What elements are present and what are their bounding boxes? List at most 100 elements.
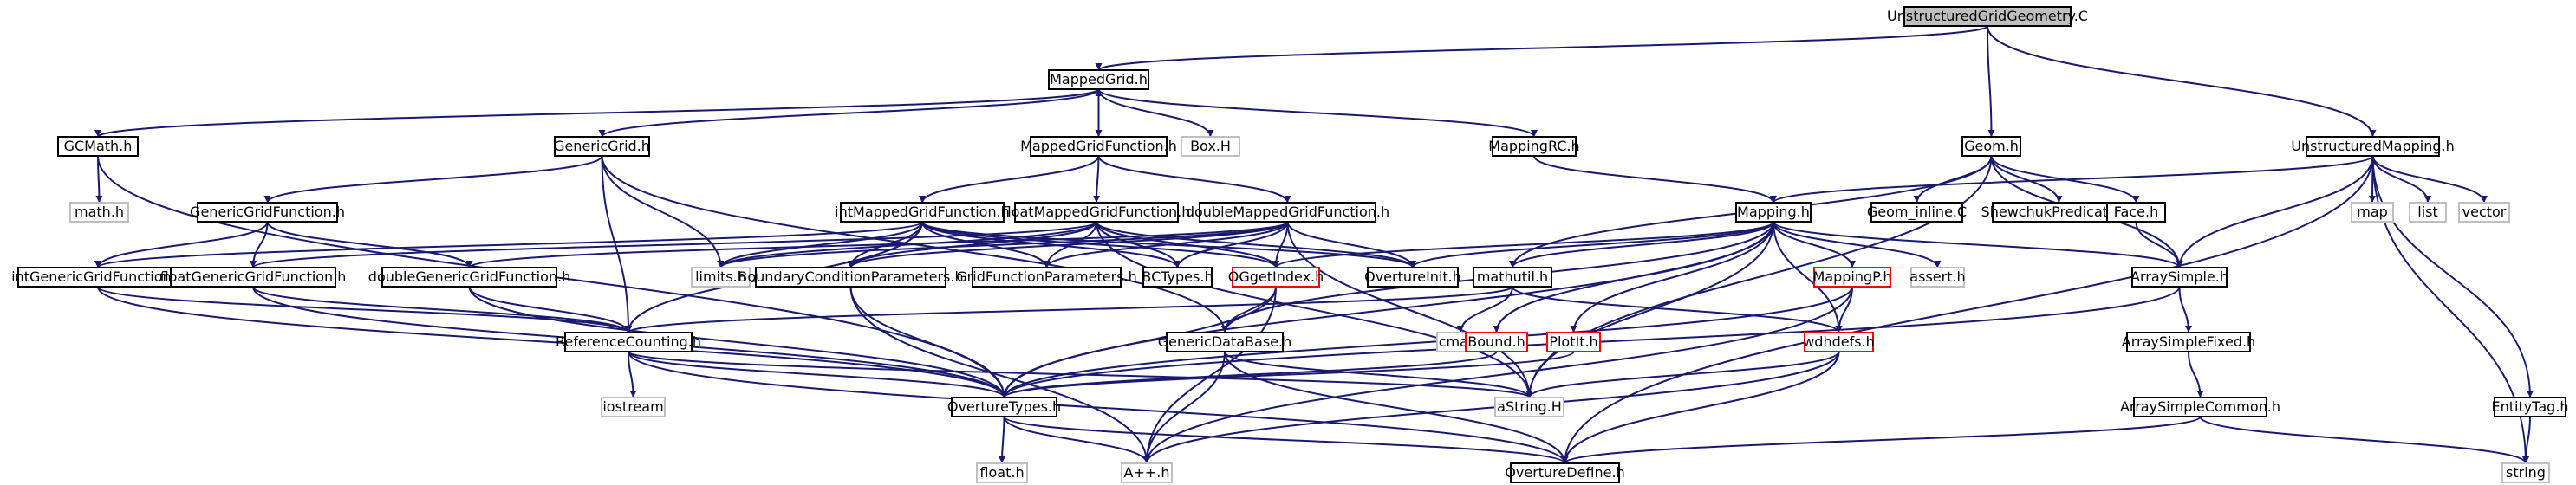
edge-doublemgf-to-gfparams: [1043, 221, 1289, 268]
node-box: [976, 462, 1028, 483]
node-shewchuk[interactable]: ShewchukPredicates.h: [1981, 202, 2137, 223]
edge-mappedgridfunction-to-floatmgf: [1093, 155, 1101, 204]
node-box: [1494, 397, 1564, 417]
node-overtureinit[interactable]: OvertureInit.h: [1364, 267, 1461, 288]
edge-mappedgrid-to-boxh: [1097, 88, 1214, 138]
edge-mathutil-to-wdhdefs: [1512, 286, 1843, 333]
node-ogetindex[interactable]: OGgetIndex.h: [1228, 267, 1324, 288]
node-label: GCMath.h: [64, 138, 133, 154]
node-arraysimple[interactable]: ArraySimple.h: [2130, 267, 2228, 288]
node-astring[interactable]: aString.H: [1494, 397, 1564, 417]
edge-doublemgf-to-overtureinit: [1286, 221, 1416, 268]
node-label: UnstructuredGridGeometry.C: [1887, 8, 2088, 24]
edge-doublemgf-to-limits: [717, 221, 1289, 268]
node-refcounting[interactable]: ReferenceCounting.h: [556, 332, 701, 352]
edge-unstructmapping-to-list: [2371, 155, 2431, 204]
node-box: [2131, 267, 2228, 288]
edge-arraysimplefixed-to-arraysimplecommon: [2188, 351, 2204, 398]
node-floatggf[interactable]: floatGenericGridFunction.h: [160, 267, 347, 288]
node-map[interactable]: map: [2351, 202, 2394, 223]
node-mathutil[interactable]: mathutil.h: [1473, 267, 1552, 288]
node-box: [1804, 332, 1874, 352]
node-genericgrid[interactable]: GenericGrid.h: [554, 136, 650, 157]
node-unstructmapping[interactable]: UnstructuredMapping.h: [2291, 136, 2455, 157]
node-limits[interactable]: limits.h: [691, 267, 751, 288]
edge-floatmgf-to-bcparams: [847, 221, 1097, 268]
node-box: [2494, 397, 2566, 417]
node-floath[interactable]: float.h: [976, 462, 1028, 483]
node-box: [1465, 332, 1528, 352]
node-box: [2306, 136, 2440, 157]
node-genericdb[interactable]: GenericDataBase.h: [1158, 332, 1291, 352]
node-asserth[interactable]: assert.h: [1909, 267, 1966, 288]
node-label: mathutil.h: [1477, 268, 1548, 285]
edge-mappedgrid-to-genericgrid: [598, 88, 1100, 138]
node-label: OvertureTypes.h: [947, 398, 1061, 415]
node-box: [1903, 6, 2072, 27]
node-mappingp[interactable]: MappingP.h: [1812, 267, 1892, 288]
node-face[interactable]: Face.h: [2106, 202, 2166, 223]
node-bctypes[interactable]: BCTypes.h: [1142, 267, 1213, 288]
node-gfparams[interactable]: GridFunctionParameters.h: [956, 267, 1137, 288]
node-wdhdefs[interactable]: wdhdefs.h: [1803, 332, 1875, 352]
node-boxh[interactable]: Box.H: [1181, 136, 1240, 157]
edge-wdhdefs-to-overturedefine: [1561, 351, 1840, 464]
node-box: [2501, 462, 2550, 483]
node-floatmgf[interactable]: floatMappedGridFunction.h: [1003, 202, 1191, 223]
node-app[interactable]: A++.h: [1121, 462, 1173, 483]
node-vector[interactable]: vector: [2458, 202, 2510, 223]
node-intmgf[interactable]: intMappedGridFunction.h: [835, 202, 1010, 223]
node-gcmath[interactable]: GCMath.h: [57, 136, 139, 157]
edge-mappingp-to-app: [1143, 286, 1853, 464]
node-label: floatGenericGridFunction.h: [160, 268, 347, 285]
node-box: [1492, 136, 1577, 157]
edge-mapping-to-arraysimple: [1773, 221, 2183, 268]
node-label: GridFunctionParameters.h: [956, 268, 1136, 285]
node-intggf[interactable]: intGenericGridFunction.h: [11, 267, 185, 288]
node-mapping[interactable]: Mapping.h: [1735, 202, 1812, 223]
node-doublemgf[interactable]: doubleMappedGridFunction.h: [1186, 202, 1389, 223]
node-geominline[interactable]: Geom_inline.C: [1867, 202, 1967, 223]
node-arraysimplefixed[interactable]: ArraySimpleFixed.h: [2122, 332, 2255, 352]
node-label: Geom_inline.C: [1867, 204, 1967, 221]
edge-arraysimplecommon-to-string: [2199, 416, 2529, 464]
node-label: GenericDataBase.h: [1158, 333, 1291, 350]
node-label: intMappedGridFunction.h: [835, 204, 1010, 220]
node-label: Face.h: [2114, 204, 2158, 220]
node-list[interactable]: list: [2409, 202, 2447, 223]
node-genericgridfunction[interactable]: GenericGridFunction.h: [190, 202, 345, 223]
node-string[interactable]: string: [2501, 462, 2550, 483]
node-iostream[interactable]: iostream: [601, 397, 666, 417]
edge-arraysimplecommon-to-overturedefine: [1561, 416, 2202, 464]
node-mappingrc[interactable]: MappingRC.h: [1488, 136, 1580, 157]
node-label: Box.H: [1190, 138, 1231, 154]
edge-genericdb-to-app: [1143, 351, 1226, 464]
node-box: [951, 397, 1057, 417]
node-mappedgrid[interactable]: MappedGrid.h: [1048, 69, 1149, 90]
edge-genericdb-to-astring: [1224, 351, 1533, 398]
node-label: ArraySimple.h: [2130, 268, 2228, 285]
edge-doubleggf-to-refcounting: [468, 286, 632, 333]
node-label: iostream: [602, 398, 663, 415]
node-arraysimplecommon[interactable]: ArraySimpleCommon.h: [2120, 397, 2280, 417]
node-overturetypes[interactable]: OvertureTypes.h: [947, 397, 1061, 417]
node-box: [197, 202, 338, 223]
edge-unstructmapping-to-mapping: [1770, 155, 2374, 204]
node-label: A++.h: [1124, 464, 1170, 481]
node-mathh[interactable]: math.h: [69, 202, 129, 223]
node-geom[interactable]: Geom.h: [1961, 136, 2021, 157]
node-overturedefine[interactable]: OvertureDefine.h: [1505, 462, 1625, 483]
edge-mappedgridfunction-to-intmgf: [919, 155, 1100, 204]
node-box: [1961, 136, 2021, 157]
node-box: [1510, 462, 1620, 483]
node-mappedgridfunction[interactable]: MappedGridFunction.h: [1020, 136, 1177, 157]
edge-refcounting-to-overturedefine: [628, 351, 1569, 464]
node-ploth[interactable]: PlotIt.h: [1546, 332, 1601, 352]
edge-mapping-to-mathutil: [1509, 221, 1774, 268]
node-ugg[interactable]: UnstructuredGridGeometry.C: [1887, 6, 2088, 27]
node-entitytag[interactable]: EntityTag.h: [2491, 397, 2569, 417]
edge-geom-to-shewchuk: [1990, 155, 2063, 204]
node-bcparams[interactable]: BoundaryConditionParameters.h: [738, 267, 964, 288]
node-doubleggf[interactable]: doubleGenericGridFunction.h: [368, 267, 570, 288]
node-bound[interactable]: Bound.h: [1465, 332, 1528, 352]
